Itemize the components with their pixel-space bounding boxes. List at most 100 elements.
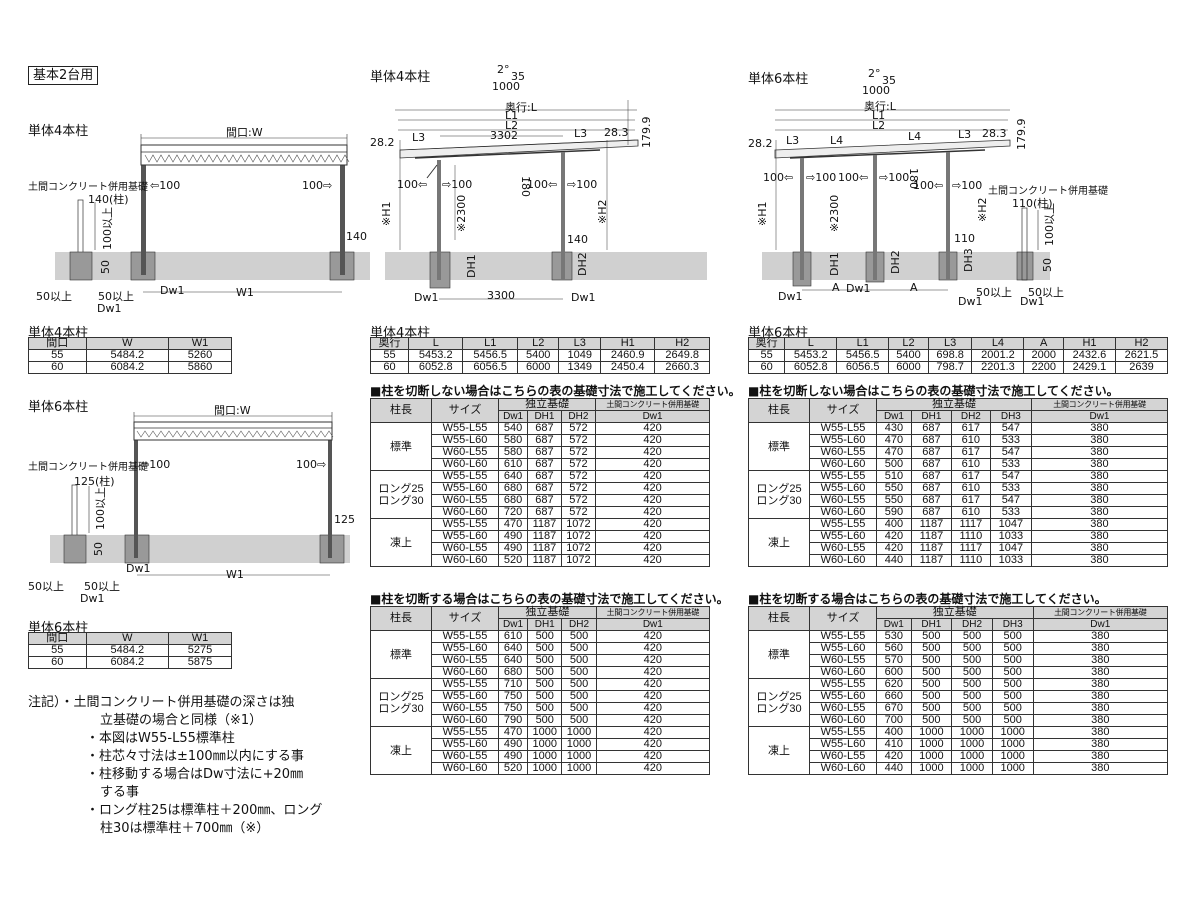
front4-dw1a: Dw1 — [97, 302, 122, 315]
table-cell: W55-L55 — [431, 726, 499, 739]
group-label: 凍上 — [370, 726, 432, 775]
table-cell: 590 — [876, 506, 912, 519]
side6-d1799: 179.9 — [1015, 118, 1028, 151]
table-cell: 798.7 — [927, 361, 973, 374]
table-cell: 420 — [595, 446, 710, 459]
table-cell: 670 — [876, 702, 912, 715]
s6cut-title: ■柱を切断する場合はこちらの表の基礎寸法で施工してください。 — [748, 592, 1107, 606]
table-cell: 380 — [1032, 666, 1169, 679]
side4-slope-bot: 1000 — [492, 80, 520, 93]
table-cell: W60-L55 — [809, 654, 877, 667]
table-cell: 500 — [910, 702, 953, 715]
side6-dw1d: Dw1 — [1020, 295, 1045, 308]
table-cell: 1033 — [989, 554, 1032, 567]
side6-c100f: ⇨100 — [952, 179, 983, 192]
front4-title: 単体4本柱 — [28, 124, 89, 139]
table-cell: 610 — [950, 482, 991, 495]
notes: 注記）・土間コンクリート併用基礎の深さは独 立基礎の場合と同様（※1） ・本図は… — [28, 694, 322, 838]
table-cell: 547 — [989, 422, 1032, 435]
s6l-h: L3 — [927, 337, 973, 350]
table-cell: 500 — [527, 702, 563, 715]
table-cell: 687 — [910, 434, 952, 447]
side4-d140: 140 — [567, 233, 588, 246]
front4-doma-label: 土間コンクリート併用基礎 — [28, 182, 148, 193]
table-cell: 380 — [1030, 506, 1169, 519]
table-cell: W55-L60 — [809, 530, 877, 543]
table-cell: 2001.2 — [971, 349, 1025, 362]
s4w-h1: W — [85, 337, 170, 350]
table-cell: 1000 — [951, 750, 993, 763]
table-cell: W60-L55 — [431, 750, 499, 763]
table-cell: W55-L60 — [431, 690, 499, 703]
table-cell: 572 — [560, 506, 597, 519]
side4-dw1a: Dw1 — [414, 291, 439, 304]
table-cell: W60-L55 — [431, 494, 499, 507]
table-cell: 420 — [595, 750, 711, 763]
table-cell: 687 — [527, 494, 562, 507]
table-cell: W60-L60 — [431, 666, 499, 679]
s6l-h: A — [1023, 337, 1065, 350]
table-cell: W55-L60 — [809, 482, 877, 495]
table-cell: 380 — [1032, 654, 1169, 667]
table-cell: 380 — [1030, 434, 1169, 447]
note-line: ・ロング柱25は標準柱＋200㎜、ロング — [86, 803, 323, 818]
group-label: ロング25 ロング30 — [748, 678, 810, 727]
table-cell: 6084.2 — [85, 656, 170, 669]
col-header: 柱長 — [748, 398, 810, 423]
front4-c100a: ⇦100 — [150, 179, 181, 192]
col-subheader: Dw1 — [1032, 618, 1169, 631]
table-cell: 500 — [527, 690, 563, 703]
table-cell: 572 — [560, 494, 597, 507]
table-cell: 1000 — [991, 726, 1034, 739]
table-cell: 500 — [910, 630, 953, 643]
col-subheader: DH2 — [561, 618, 597, 631]
col-header: 柱長 — [370, 606, 432, 631]
table-cell: 640 — [497, 470, 529, 483]
table-cell: 572 — [560, 470, 597, 483]
table-cell: W55-L55 — [809, 726, 877, 739]
table-cell: 500 — [910, 642, 953, 655]
table-cell: 500 — [991, 714, 1034, 727]
page-tag: 基本2台用 — [28, 66, 99, 85]
table-cell: 617 — [950, 494, 991, 507]
table-cell: 500 — [561, 666, 597, 679]
table-cell: 1000 — [910, 750, 953, 763]
table-cell: 60 — [747, 361, 786, 374]
table-cell: 500 — [991, 630, 1034, 643]
table-cell: 500 — [991, 702, 1034, 715]
table-cell: 580 — [497, 434, 529, 447]
table-cell: 2000 — [1023, 349, 1065, 362]
table-cell: 500 — [527, 678, 563, 691]
table-cell: 2201.3 — [971, 361, 1025, 374]
table-cell: 2621.5 — [1114, 349, 1169, 362]
table-cell: W60-L55 — [431, 446, 499, 459]
side6-doma: 土間コンクリート併用基礎 — [988, 186, 1108, 197]
side6-slope-bot: 1000 — [862, 84, 890, 97]
table-cell: W60-L60 — [431, 762, 499, 775]
table-cell: 617 — [950, 446, 991, 459]
table-cell: W60-L55 — [809, 542, 877, 555]
table-cell: 687 — [527, 458, 562, 471]
front4-d140: 140 — [346, 230, 367, 243]
table-cell: W60-L60 — [809, 762, 877, 775]
front4-dw1b: Dw1 — [160, 284, 185, 297]
table-cell: W55-L60 — [431, 434, 499, 447]
s4w-h2: W1 — [168, 337, 232, 350]
table-cell: 687 — [910, 422, 952, 435]
side6-l4a: L4 — [830, 134, 844, 147]
table-cell: 687 — [910, 458, 952, 471]
table-cell: W55-L60 — [809, 738, 877, 751]
front4-width-label: 間口:W — [226, 126, 263, 139]
front6-d50b: 50以上 — [84, 580, 120, 593]
